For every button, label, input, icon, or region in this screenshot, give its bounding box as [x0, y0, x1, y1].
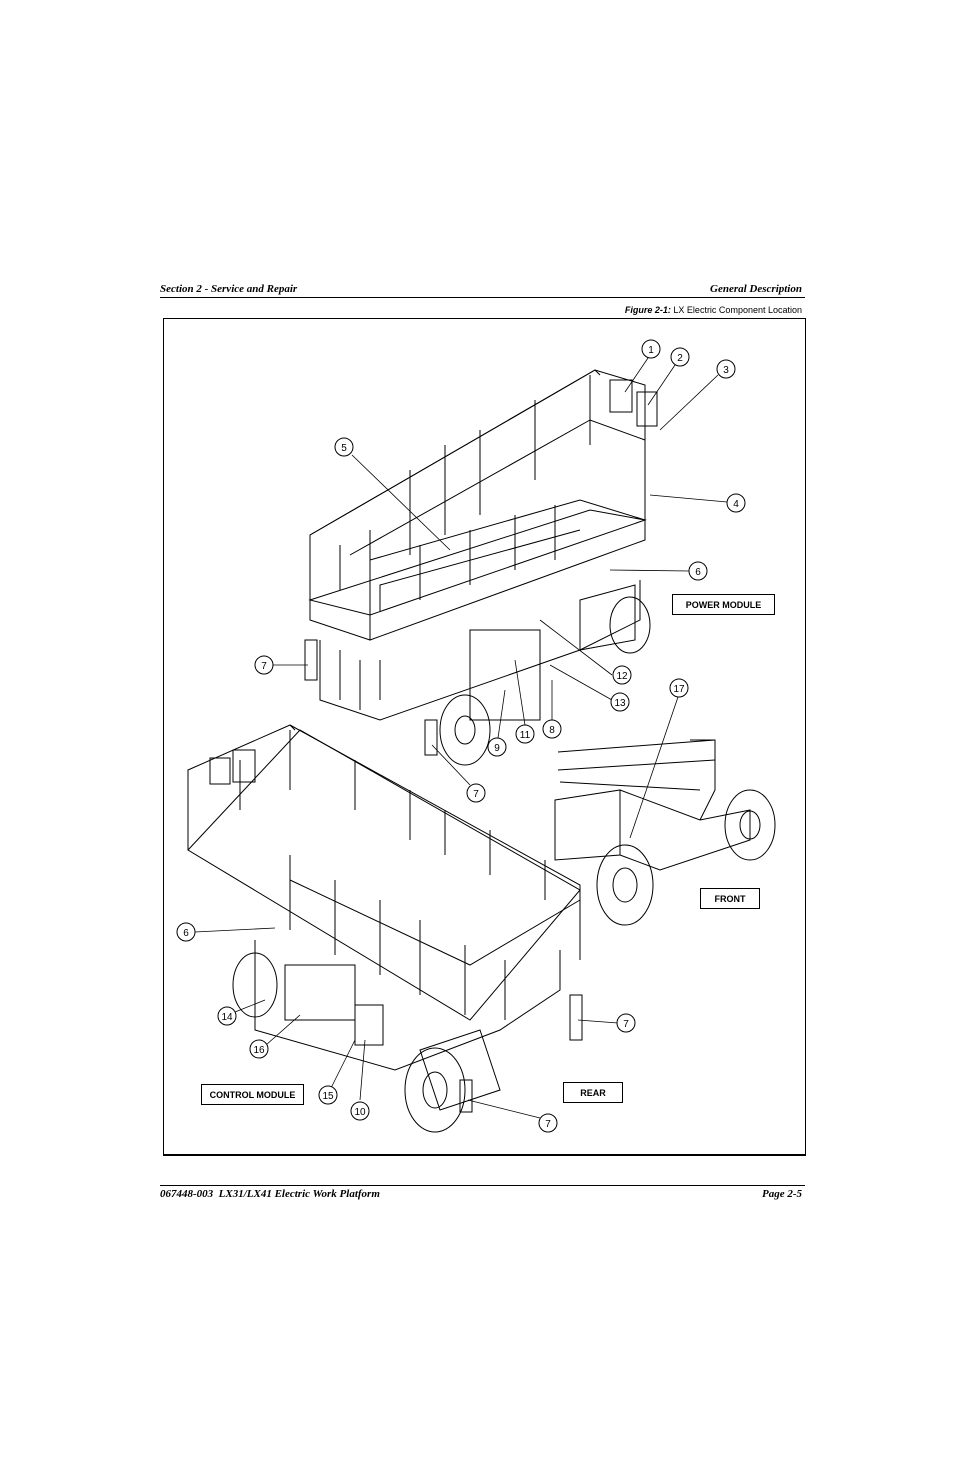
figure-title: LX Electric Component Location	[673, 305, 802, 315]
svg-text:7: 7	[623, 1019, 629, 1030]
callout-5: 5	[334, 437, 354, 457]
front-inset-detail	[554, 739, 776, 926]
upper-chassis	[304, 580, 651, 766]
rear-label: REAR	[563, 1082, 623, 1103]
callout-7-upper-mid: 7	[466, 783, 486, 803]
callout-8: 8	[542, 719, 562, 739]
figure-label: Figure 2-1:	[624, 305, 671, 315]
upper-platform-railing	[308, 369, 658, 641]
callout-circles: 1 2 3 4 5 6 7 7 8 9 11 12 13 17 7 6 14 1…	[176, 339, 746, 1133]
section-title-header: General Description	[710, 283, 802, 295]
callout-11: 11	[515, 724, 535, 744]
leader-lines	[194, 357, 728, 1119]
svg-text:9: 9	[494, 743, 500, 754]
callout-2: 2	[670, 347, 690, 367]
callout-16: 16	[249, 1039, 269, 1059]
callout-14: 14	[217, 1006, 237, 1026]
svg-text:16: 16	[253, 1045, 265, 1056]
header-rule	[160, 297, 805, 298]
power-module-label: POWER MODULE	[672, 594, 775, 615]
callout-17: 17	[669, 678, 689, 698]
svg-text:6: 6	[183, 928, 189, 939]
footer-rule	[160, 1185, 805, 1186]
svg-text:1: 1	[648, 345, 654, 356]
callout-7-front: 7	[616, 1013, 636, 1033]
svg-text:17: 17	[673, 684, 685, 695]
svg-text:5: 5	[341, 443, 347, 454]
svg-text:12: 12	[616, 671, 628, 682]
page-number: Page 2-5	[761, 1188, 802, 1200]
lower-chassis	[232, 940, 583, 1133]
svg-text:15: 15	[322, 1091, 334, 1102]
svg-text:8: 8	[549, 725, 555, 736]
svg-text:2: 2	[677, 353, 683, 364]
lower-platform-railing	[187, 724, 581, 1021]
callout-13: 13	[610, 692, 630, 712]
callout-6-upper: 6	[688, 561, 708, 581]
callout-6-lower: 6	[176, 922, 196, 942]
svg-text:3: 3	[723, 365, 729, 376]
svg-text:7: 7	[473, 789, 479, 800]
control-module-label: CONTROL MODULE	[201, 1084, 304, 1105]
callout-1: 1	[641, 339, 661, 359]
svg-text:7: 7	[261, 661, 267, 672]
callout-3: 3	[716, 359, 736, 379]
callout-10: 10	[350, 1101, 370, 1121]
svg-text:13: 13	[614, 698, 626, 709]
callout-7-upper-left: 7	[254, 655, 274, 675]
svg-text:10: 10	[354, 1107, 366, 1118]
callout-15: 15	[318, 1085, 338, 1105]
figure-caption: Figure 2-1: LX Electric Component Locati…	[625, 305, 802, 315]
callout-7-rear: 7	[538, 1113, 558, 1133]
section-header: Section 2 - Service and Repair	[160, 283, 298, 295]
callout-4: 4	[726, 493, 746, 513]
svg-text:11: 11	[520, 730, 531, 741]
callout-9: 9	[487, 737, 507, 757]
figure-frame	[163, 318, 806, 1156]
svg-text:4: 4	[733, 499, 739, 510]
callout-12: 12	[612, 665, 632, 685]
svg-text:6: 6	[695, 567, 701, 578]
svg-text:14: 14	[221, 1012, 233, 1023]
svg-text:7: 7	[545, 1119, 551, 1130]
footer-document-id: 067448-003 LX31/LX41 Electric Work Platf…	[160, 1188, 380, 1200]
front-label: FRONT	[700, 888, 760, 909]
